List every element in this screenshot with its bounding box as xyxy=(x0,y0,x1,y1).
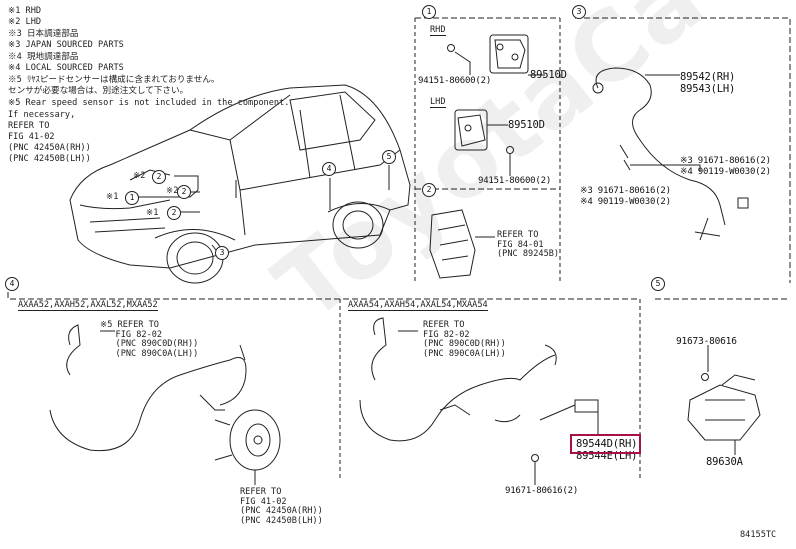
callout-note-mark: ※2 xyxy=(166,186,179,196)
note-line: ※1 RHD xyxy=(8,6,42,16)
part-label[interactable]: 91673-80616 xyxy=(676,336,737,347)
lhd-label: LHD xyxy=(430,97,446,108)
part-label[interactable]: ※4 90119-W0030(2) xyxy=(680,167,771,177)
callout-3[interactable]: 3 xyxy=(215,246,229,260)
note-line: ※4 LOCAL SOURCED PARTS xyxy=(8,63,124,73)
note-line: ※3 日本調達部品 xyxy=(8,29,79,39)
section-5-marker: 5 xyxy=(651,277,665,291)
note-line: ※5 ﾘﾔｽピードセンサーは構成に含まれておりません。 xyxy=(8,75,220,85)
note-line: REFER TO xyxy=(8,121,50,131)
vehicle-drawing xyxy=(69,84,411,284)
reference-note[interactable]: ※5 REFER TO FIG 82-02 (PNC 890C0D(RH)) (… xyxy=(100,320,199,359)
reference-note[interactable]: REFER TO FIG 84-01 (PNC 89245B) xyxy=(497,230,560,259)
part-label[interactable]: 94151-80600(2) xyxy=(478,176,552,186)
speed-sensor-front xyxy=(592,67,749,241)
abs-actuator-lhd xyxy=(454,109,488,151)
callout-note-mark: ※1 xyxy=(146,208,159,218)
abs-actuator-rhd xyxy=(489,34,529,74)
note-line: (PNC 42450A(RH)) xyxy=(8,143,91,153)
callout-4[interactable]: 4 xyxy=(322,162,336,176)
part-label[interactable]: ※4 90119-W0030(2) xyxy=(580,197,671,207)
part-label[interactable]: ※3 91671-80616(2) xyxy=(580,186,671,196)
note-line: ※5 Rear speed sensor is not included in … xyxy=(8,98,290,108)
model-code-label: AXAA54,AXAH54,AXAL54,MXAA54 xyxy=(348,300,488,311)
callout-2[interactable]: 2 xyxy=(152,170,166,184)
note-line: ※2 LHD xyxy=(8,17,42,27)
sensor-module-s2 xyxy=(429,209,476,279)
note-line: If necessary, xyxy=(8,110,76,120)
drawing-code: 84155TC xyxy=(740,530,777,540)
part-label[interactable]: 91671-80616(2) xyxy=(505,486,579,496)
part-label[interactable]: 89542(RH) xyxy=(680,71,736,83)
section-2-marker: 2 xyxy=(422,183,436,197)
part-label[interactable]: 89543(LH) xyxy=(680,83,736,95)
rear-sensor-left-assembly xyxy=(49,324,281,471)
callout-1[interactable]: 1 xyxy=(125,191,139,205)
part-label[interactable]: 89630A xyxy=(706,456,743,468)
highlight-box xyxy=(570,434,641,454)
rear-sensor-right-assembly xyxy=(359,317,599,442)
section-1-marker: 1 xyxy=(422,5,436,19)
callout-5[interactable]: 5 xyxy=(382,150,396,164)
part-label[interactable]: 89544D(RH) xyxy=(576,438,638,450)
section-3-marker: 3 xyxy=(572,5,586,19)
callout-note-mark: ※1 xyxy=(106,192,119,202)
section-4-marker: 4 xyxy=(5,277,19,291)
part-label[interactable]: 94151-80600(2) xyxy=(418,76,492,86)
reference-note[interactable]: REFER TO FIG 82-02 (PNC 890C0D(RH)) (PNC… xyxy=(423,320,506,359)
rhd-label: RHD xyxy=(430,25,446,36)
part-label[interactable]: 89510D xyxy=(508,119,545,131)
height-control-sensor xyxy=(687,374,761,441)
note-line: (PNC 42450B(LH)) xyxy=(8,154,91,164)
callout-2[interactable]: 2 xyxy=(177,185,191,199)
note-line: FIG 41-02 xyxy=(8,132,55,142)
model-code-label: AXAA52,AXAH52,AXAL52,MXAA52 xyxy=(18,300,158,311)
callout-note-mark: ※2 xyxy=(133,171,146,181)
note-line: ※3 JAPAN SOURCED PARTS xyxy=(8,40,124,50)
callout-2[interactable]: 2 xyxy=(167,206,181,220)
note-line: センサが必要な場合は、別途注文して下さい。 xyxy=(8,86,189,96)
part-label[interactable]: ※3 91671-80616(2) xyxy=(680,156,771,166)
part-label[interactable]: 89510D xyxy=(530,69,567,81)
note-line: ※4 現地調達部品 xyxy=(8,52,79,62)
reference-note[interactable]: REFER TO FIG 41-02 (PNC 42450A(RH)) (PNC… xyxy=(240,487,323,526)
